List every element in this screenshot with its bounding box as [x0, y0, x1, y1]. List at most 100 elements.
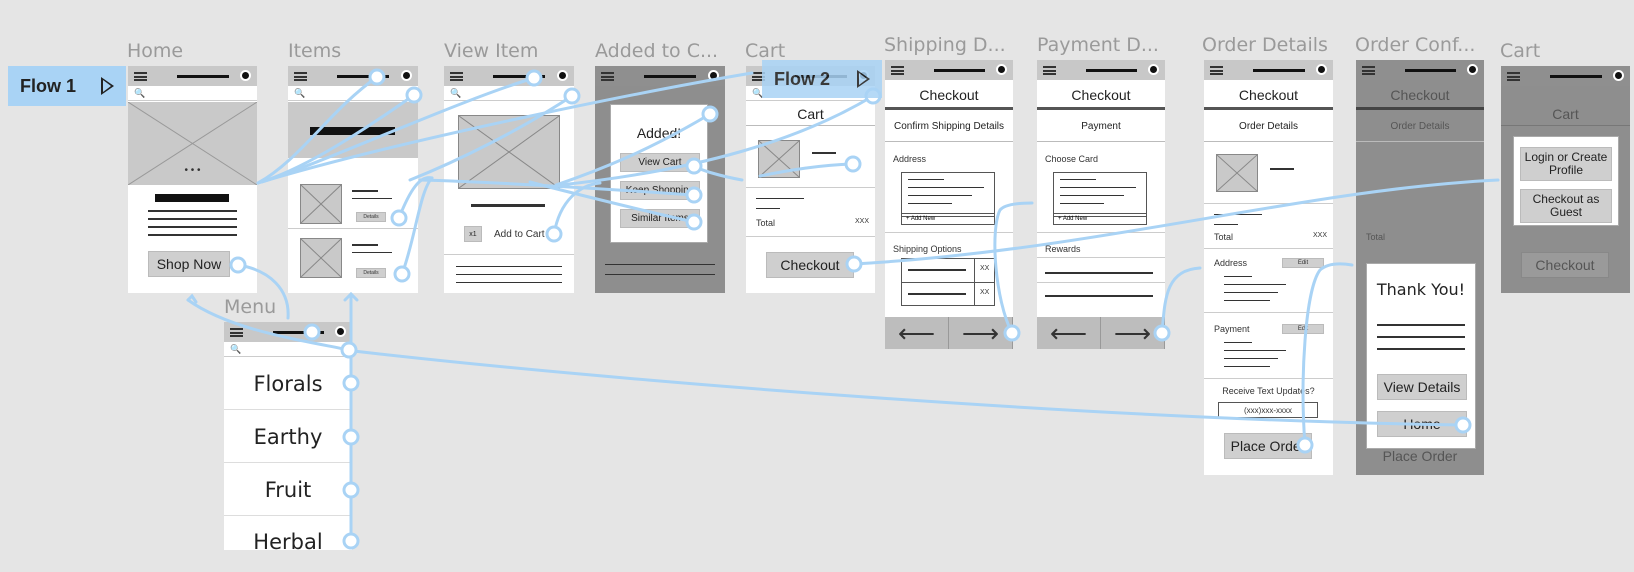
total-label: Total: [1366, 232, 1386, 242]
hamburger-icon[interactable]: [230, 328, 243, 337]
hamburger-icon[interactable]: [1507, 72, 1520, 81]
location-pin-icon[interactable]: [335, 326, 346, 337]
text-line: [1377, 348, 1465, 350]
option-price: XX: [980, 289, 990, 296]
frame-view-item[interactable]: 🔍 x1 Add to Cart: [444, 66, 574, 293]
option-price: XX: [980, 265, 990, 272]
edit-address-button[interactable]: Edit: [1282, 258, 1324, 268]
location-pin-icon[interactable]: [1613, 70, 1624, 81]
hamburger-icon[interactable]: [294, 72, 307, 81]
home-button[interactable]: Home: [1377, 411, 1467, 437]
checkout-as-guest-button[interactable]: Checkout as Guest: [1520, 189, 1612, 223]
hamburger-icon[interactable]: [1210, 66, 1223, 75]
search-row[interactable]: 🔍: [128, 87, 257, 101]
location-pin-icon[interactable]: [708, 70, 719, 81]
frame-order-confirmation[interactable]: Checkout Order Details Total Thank You! …: [1356, 60, 1484, 475]
text-line: [908, 203, 952, 204]
top-bar: [1204, 60, 1333, 80]
hamburger-icon[interactable]: [601, 72, 614, 81]
text-line: [456, 274, 562, 275]
modal-heading: Added!: [636, 125, 682, 141]
view-cart-button[interactable]: View Cart: [620, 153, 700, 172]
text-line: [1377, 324, 1465, 326]
address-card[interactable]: [901, 172, 995, 217]
text-line: [1224, 292, 1278, 293]
back-arrow-icon[interactable]: ⟵: [885, 317, 949, 349]
location-pin-icon[interactable]: [557, 70, 568, 81]
frame-order-details[interactable]: Checkout Order Details Total XXX Address…: [1204, 60, 1333, 475]
quantity-selector[interactable]: x1: [464, 226, 482, 242]
shipping-options-list[interactable]: XX XX: [901, 258, 995, 306]
thank-you-modal: Thank You! View Details Home: [1366, 263, 1476, 449]
subheading: Order Details: [1356, 112, 1484, 142]
frame-title-added-to-cart: Added to C...: [595, 40, 719, 62]
details-button[interactable]: Details: [356, 212, 386, 222]
text-line: [1060, 187, 1136, 188]
add-new-card-button[interactable]: + Add New: [1053, 213, 1147, 225]
hamburger-icon[interactable]: [1043, 66, 1056, 75]
flow-2-label[interactable]: Flow 2: [762, 60, 882, 98]
location-pin-icon[interactable]: [996, 64, 1007, 75]
frame-payment[interactable]: Checkout Payment Choose Card + Add New R…: [1037, 60, 1165, 349]
add-new-address-button[interactable]: + Add New: [901, 213, 995, 225]
image-placeholder-icon: [300, 238, 342, 278]
frame-cart-login[interactable]: Cart Login or Create Profile Checkout as…: [1501, 66, 1630, 293]
search-row[interactable]: 🔍: [288, 87, 418, 101]
menu-item-fruit[interactable]: Fruit: [224, 464, 352, 516]
frame-home[interactable]: 🔍 • • • Shop Now: [128, 66, 257, 293]
location-pin-icon[interactable]: [401, 70, 412, 81]
play-icon[interactable]: [101, 77, 114, 95]
product-image-placeholder[interactable]: [300, 184, 342, 224]
card-option[interactable]: [1053, 172, 1147, 217]
flow-1-label[interactable]: Flow 1: [8, 66, 126, 106]
connector-arrowhead: [186, 293, 198, 304]
hamburger-icon[interactable]: [450, 72, 463, 81]
hamburger-icon[interactable]: [752, 72, 765, 81]
login-create-profile-button[interactable]: Login or Create Profile: [1520, 147, 1612, 181]
text-line: [908, 293, 966, 295]
back-arrow-icon[interactable]: ⟵: [1037, 317, 1101, 349]
carousel-dots[interactable]: • • •: [184, 165, 201, 176]
forward-arrow-icon[interactable]: ⟶: [1101, 317, 1165, 349]
hero-image-placeholder: [128, 101, 257, 186]
edit-payment-button[interactable]: Edit: [1282, 324, 1324, 334]
text-line: [1224, 350, 1286, 351]
add-to-cart-button[interactable]: Add to Cart: [494, 229, 545, 240]
details-button[interactable]: Details: [356, 268, 386, 278]
search-row[interactable]: 🔍: [444, 87, 574, 101]
menu-item-earthy[interactable]: Earthy: [224, 411, 352, 463]
keep-shopping-button[interactable]: Keep Shopping: [620, 181, 700, 200]
frame-title-home: Home: [127, 40, 184, 62]
location-pin-icon[interactable]: [240, 70, 251, 81]
frame-shipping[interactable]: Checkout Confirm Shipping Details Addres…: [885, 60, 1013, 349]
search-row[interactable]: 🔍: [224, 343, 352, 357]
frame-items[interactable]: 🔍 Details Details: [288, 66, 418, 293]
play-icon[interactable]: [857, 70, 870, 88]
checkout-button[interactable]: Checkout: [766, 252, 854, 278]
shop-now-button[interactable]: Shop Now: [148, 251, 230, 277]
frame-menu[interactable]: 🔍 Florals Earthy Fruit Herbal: [224, 322, 352, 550]
place-order-button[interactable]: Place Order: [1224, 433, 1312, 459]
location-pin-icon[interactable]: [1316, 64, 1327, 75]
phone-input[interactable]: (xxx)xxx-xxxx: [1218, 402, 1318, 418]
checkout-button: Checkout: [1521, 252, 1609, 278]
menu-item-herbal[interactable]: Herbal: [253, 530, 323, 550]
headline-placeholder: [155, 194, 229, 202]
hamburger-icon[interactable]: [134, 72, 147, 81]
frame-cart[interactable]: 🔍 Cart Total XXX Checkout: [746, 66, 875, 293]
hamburger-icon[interactable]: [1362, 66, 1375, 75]
product-image-placeholder[interactable]: [300, 238, 342, 278]
similar-items-button[interactable]: Similar Items: [620, 209, 700, 228]
login-modal: Login or Create Profile Checkout as Gues…: [1513, 136, 1619, 226]
frame-added-to-cart[interactable]: Added! View Cart Keep Shopping Similar I…: [595, 66, 725, 293]
forward-arrow-icon[interactable]: ⟶: [949, 317, 1013, 349]
location-pin-icon[interactable]: [1148, 64, 1159, 75]
view-details-button[interactable]: View Details: [1377, 374, 1467, 400]
menu-item-florals[interactable]: Florals: [224, 358, 352, 410]
top-bar: [885, 60, 1013, 80]
subheading: Order Details: [1204, 112, 1333, 142]
hamburger-icon[interactable]: [891, 66, 904, 75]
location-pin-icon[interactable]: [1467, 64, 1478, 75]
added-modal: Added! View Cart Keep Shopping Similar I…: [610, 104, 708, 243]
